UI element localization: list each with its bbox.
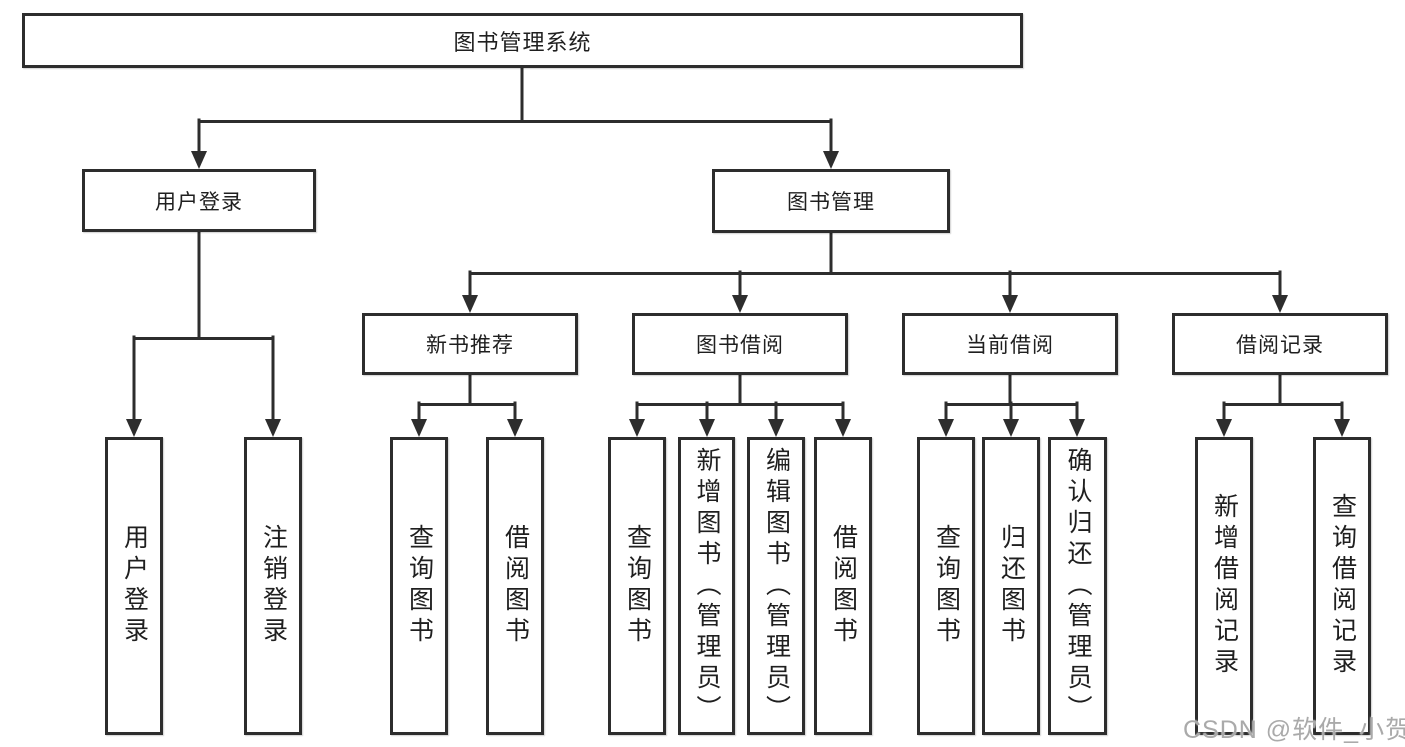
- leaf-newbook-borrow-book-label: 借阅图书: [501, 524, 530, 648]
- arrowhead: [462, 295, 478, 313]
- leaf-current-query-book-label: 查询图书: [932, 524, 961, 648]
- node-book-borrow-label: 图书借阅: [696, 334, 784, 357]
- node-book-management: 图书管理: [712, 169, 950, 233]
- arrowhead: [1002, 295, 1018, 313]
- leaf-record-add-borrow-record: 新增借阅记录: [1195, 437, 1253, 735]
- arrowhead: [265, 419, 281, 437]
- node-root-label: 图书管理系统: [453, 29, 592, 55]
- arrowhead: [699, 419, 715, 437]
- arrowhead: [835, 419, 851, 437]
- node-new-book-recommend-label: 新书推荐: [426, 334, 514, 357]
- node-current-borrow-label: 当前借阅: [966, 334, 1054, 357]
- leaf-record-add-borrow-record-label: 新增借阅记录: [1210, 493, 1239, 679]
- leaf-current-confirm-return-admin: 确认归还（管理员）: [1048, 437, 1107, 735]
- node-book-management-label: 图书管理: [787, 191, 875, 214]
- arrowhead: [126, 419, 142, 437]
- arrowhead: [191, 151, 207, 169]
- leaf-borrow-edit-book-admin: 编辑图书（管理员）: [747, 437, 805, 735]
- leaf-current-return-book-label: 归还图书: [997, 524, 1026, 648]
- leaf-logout-login-label: 注销登录: [259, 524, 288, 648]
- leaf-current-query-book: 查询图书: [917, 437, 975, 735]
- arrowhead: [938, 419, 954, 437]
- leaf-newbook-borrow-book: 借阅图书: [486, 437, 544, 735]
- leaf-borrow-query-book-label: 查询图书: [623, 524, 652, 648]
- arrowhead: [1216, 419, 1232, 437]
- connector-stem-g2: [417, 401, 517, 426]
- arrowhead: [732, 295, 748, 313]
- connector-stem-g3: [635, 401, 845, 426]
- connector-stem-l3: [468, 270, 1282, 302]
- leaf-current-return-book: 归还图书: [982, 437, 1040, 735]
- node-user-login-label: 用户登录: [155, 190, 243, 214]
- arrowhead: [1003, 419, 1019, 437]
- arrowhead: [1272, 295, 1288, 313]
- node-user-login: 用户登录: [82, 169, 316, 232]
- node-current-borrow: 当前借阅: [902, 313, 1118, 375]
- arrowhead: [1334, 419, 1350, 437]
- leaf-borrow-query-book: 查询图书: [608, 437, 666, 735]
- node-root: 图书管理系统: [22, 13, 1023, 68]
- leaf-borrow-add-book-admin: 新增图书（管理员）: [678, 437, 735, 735]
- leaf-newbook-query-book: 查询图书: [390, 437, 448, 735]
- leaf-borrow-borrow-book: 借阅图书: [814, 437, 872, 735]
- node-borrow-record: 借阅记录: [1172, 313, 1388, 375]
- node-new-book-recommend: 新书推荐: [362, 313, 578, 375]
- arrowhead: [507, 419, 523, 437]
- leaf-user-login: 用户登录: [105, 437, 163, 735]
- leaf-logout-login: 注销登录: [244, 437, 302, 735]
- arrowhead: [768, 419, 784, 437]
- leaf-record-query-borrow-record-label: 查询借阅记录: [1328, 493, 1357, 679]
- leaf-newbook-query-book-label: 查询图书: [405, 524, 434, 648]
- leaf-borrow-add-book-admin-label: 新增图书（管理员）: [693, 446, 721, 726]
- connector-stem-g5: [1222, 401, 1344, 426]
- arrowhead: [411, 419, 427, 437]
- node-borrow-record-label: 借阅记录: [1236, 334, 1324, 357]
- leaf-user-login-label: 用户登录: [120, 524, 149, 648]
- leaf-record-query-borrow-record: 查询借阅记录: [1313, 437, 1371, 735]
- arrowhead: [629, 419, 645, 437]
- leaf-borrow-edit-book-admin-label: 编辑图书（管理员）: [762, 446, 791, 726]
- arrowhead: [1069, 419, 1085, 437]
- leaf-borrow-borrow-book-label: 借阅图书: [829, 524, 858, 648]
- arrowhead: [823, 151, 839, 169]
- connector-stem-g1: [132, 335, 275, 426]
- leaf-current-confirm-return-admin-label: 确认归还（管理员）: [1064, 446, 1092, 726]
- node-book-borrow: 图书借阅: [632, 313, 848, 375]
